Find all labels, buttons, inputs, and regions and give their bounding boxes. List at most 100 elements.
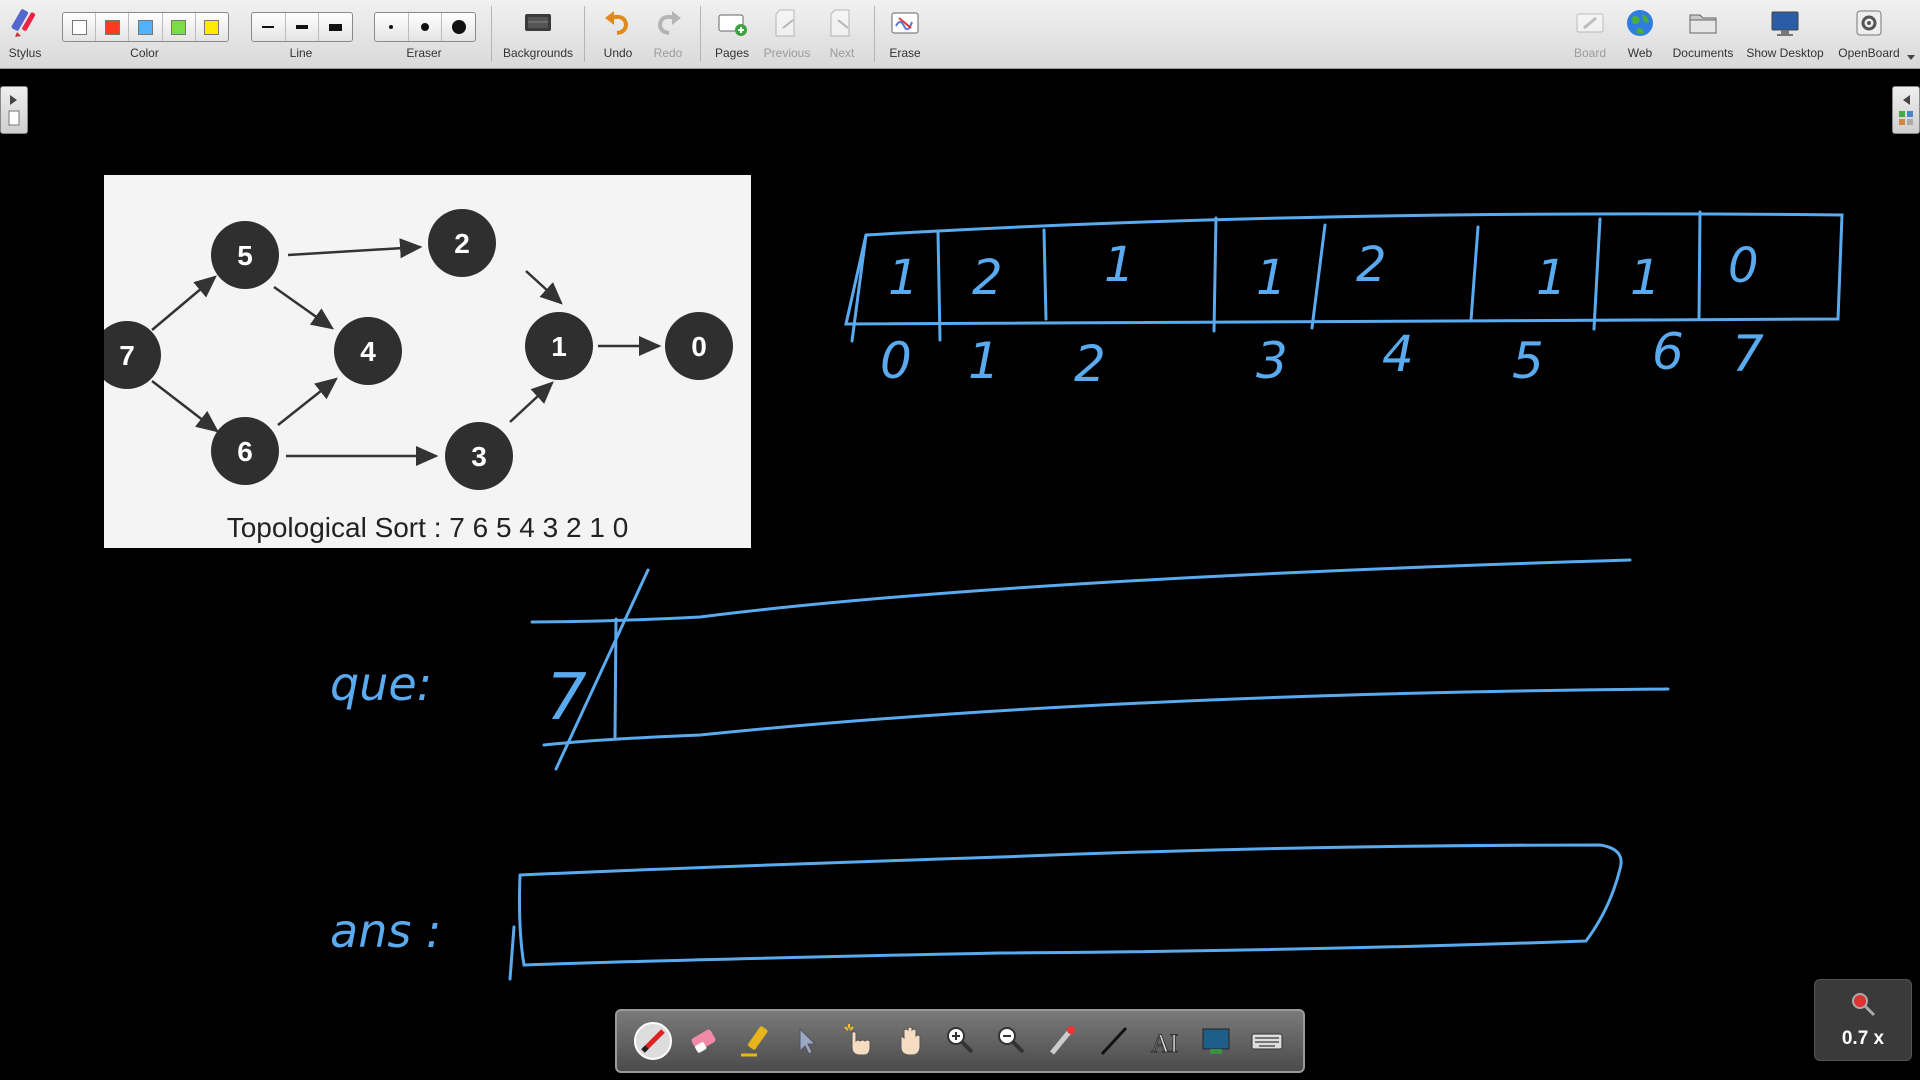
keyboard-tool-button[interactable]: [1247, 1021, 1287, 1061]
undo-button[interactable]: Undo: [594, 0, 642, 68]
queue-divider: [613, 617, 618, 739]
array-divider: [936, 230, 942, 342]
undo-label: Undo: [603, 46, 633, 60]
globe-icon: [1627, 10, 1653, 36]
array-index: 1: [968, 332, 1000, 390]
array-divider: [1042, 228, 1048, 321]
marker-tool-button[interactable]: [735, 1021, 775, 1061]
line-thin[interactable]: [252, 13, 286, 41]
line-medium[interactable]: [286, 13, 320, 41]
zoom-icon: [1852, 993, 1876, 1017]
stylus-label: Stylus: [8, 46, 42, 60]
chevron-down-icon[interactable]: [1906, 54, 1916, 62]
array-divider: [850, 233, 868, 343]
keyboard-icon: [1251, 1033, 1283, 1050]
left-panel-toggle[interactable]: [0, 86, 28, 134]
array-index: 5: [1512, 332, 1544, 390]
node-label-6: 6: [237, 436, 253, 467]
pages-button[interactable]: Pages: [708, 0, 756, 68]
previous-page-icon: [775, 9, 795, 37]
stylus-button[interactable]: Stylus: [4, 0, 46, 68]
main-toolbar: Stylus Color Line Eraser Backgrounds: [0, 0, 1920, 69]
color-green[interactable]: [163, 13, 196, 41]
node-label-7: 7: [119, 340, 135, 371]
separator: [491, 6, 492, 62]
erase-button[interactable]: Erase: [882, 0, 928, 68]
node-label-5: 5: [237, 240, 253, 271]
openboard-menu-button[interactable]: OpenBoard: [1830, 0, 1908, 68]
eraser-large[interactable]: [442, 13, 475, 41]
node-4: [334, 317, 402, 385]
eraser-medium[interactable]: [409, 13, 443, 41]
color-white[interactable]: [63, 13, 97, 41]
selector-tool-button[interactable]: [786, 1021, 826, 1061]
zoom-indicator[interactable]: 0.7 x: [1814, 979, 1912, 1061]
previous-button[interactable]: Previous: [760, 0, 814, 68]
zoom-out-icon: [998, 1027, 1025, 1054]
node-6: [211, 417, 279, 485]
board-button[interactable]: Board: [1566, 0, 1614, 68]
array-value: 1: [1256, 250, 1287, 306]
ans-left-mark: [508, 925, 516, 981]
eraser-tool-button[interactable]: [684, 1021, 724, 1061]
array-index: 3: [1256, 332, 1288, 390]
pen-tool-button[interactable]: [633, 1021, 673, 1061]
eraser-small[interactable]: [375, 13, 409, 41]
node-0: [665, 312, 733, 380]
show-desktop-button[interactable]: Show Desktop: [1744, 0, 1826, 68]
ans-label: ans :: [330, 904, 441, 958]
line-thick[interactable]: [319, 13, 352, 41]
backgrounds-label: Backgrounds: [502, 46, 574, 60]
desktop-icon: [1771, 11, 1799, 36]
screen-capture-icon: [1202, 1028, 1230, 1054]
graph-diagram: 5 2 7 4 1 0 6 3: [93, 209, 733, 490]
interact-tool-button[interactable]: [837, 1021, 877, 1061]
graph-nodes: 5 2 7 4 1 0 6 3: [93, 209, 733, 490]
array-index: 2: [1074, 335, 1106, 393]
hand-tool-button[interactable]: [889, 1021, 929, 1061]
documents-label: Documents: [1672, 46, 1734, 60]
ans-outline: [518, 843, 1623, 967]
documents-button[interactable]: Documents: [1666, 0, 1740, 68]
redo-button[interactable]: Redo: [644, 0, 692, 68]
capture-tool-button[interactable]: [1196, 1021, 1236, 1061]
board-icon: [1576, 13, 1604, 33]
pages-icon: [718, 14, 747, 36]
graph-diagram-image[interactable]: 5 2 7 4 1 0 6 3 Topological Sort : 7 6 5…: [93, 175, 751, 548]
array-index: 6: [1652, 323, 1684, 381]
node-label-0: 0: [691, 331, 707, 362]
array-divider: [1212, 216, 1218, 333]
eraser-size-group: [374, 12, 476, 42]
web-label: Web: [1627, 46, 1653, 60]
node-7: [93, 321, 161, 389]
text-tool-button[interactable]: AI: [1145, 1021, 1185, 1061]
color-red[interactable]: [96, 13, 130, 41]
highlighter-icon: [741, 1026, 768, 1057]
whiteboard-canvas[interactable]: 1 2 1 1 2 1 1 0 0 1 2 3 4 5 6 7 que: 7 a…: [0, 69, 1920, 1080]
openboard-label: OpenBoard: [1838, 46, 1900, 60]
redo-icon: [657, 11, 681, 35]
zoom-out-tool-button[interactable]: [991, 1021, 1031, 1061]
next-button[interactable]: Next: [818, 0, 866, 68]
node-2: [428, 209, 496, 277]
gear-icon: [1856, 10, 1882, 36]
folder-icon: [1689, 14, 1717, 34]
node-1: [525, 312, 593, 380]
line-label: Line: [289, 46, 313, 60]
array-divider: [1469, 225, 1480, 322]
eraser-icon: [691, 1029, 716, 1053]
chevron-left-icon: [1899, 95, 1913, 125]
color-blue[interactable]: [129, 13, 163, 41]
line-tool-button[interactable]: [1094, 1021, 1134, 1061]
zoom-level: 0.7 x: [1841, 1028, 1885, 1049]
backgrounds-button[interactable]: Backgrounds: [498, 0, 578, 68]
laser-tool-button[interactable]: [1042, 1021, 1082, 1061]
color-yellow[interactable]: [196, 13, 228, 41]
node-label-3: 3: [471, 441, 487, 472]
web-button[interactable]: Web: [1616, 0, 1664, 68]
node-label-2: 2: [454, 228, 470, 259]
erase-icon: [891, 12, 919, 34]
array-value: 1: [1104, 237, 1135, 293]
zoom-in-tool-button[interactable]: [940, 1021, 980, 1061]
line-width-group: [251, 12, 353, 42]
